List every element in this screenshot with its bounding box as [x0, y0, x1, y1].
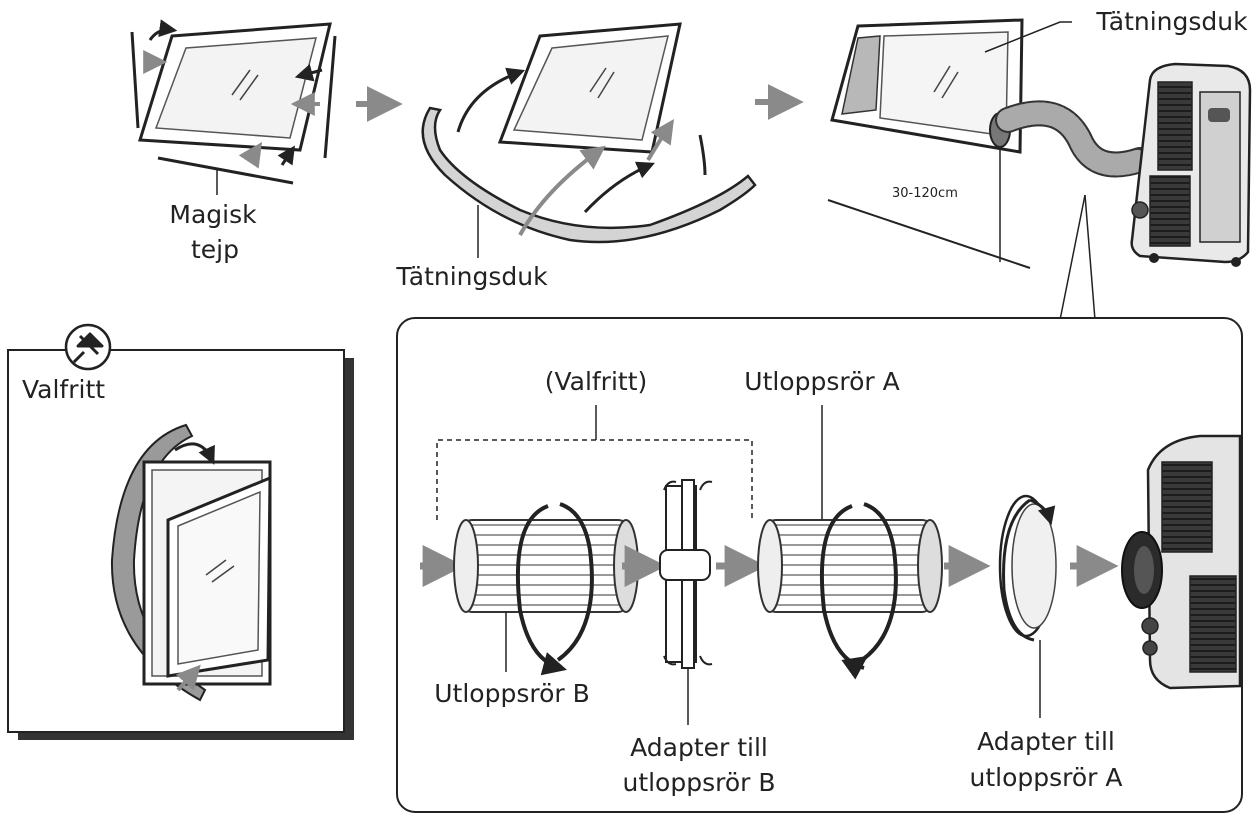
adapter-b-label-line2: utloppsrör B: [622, 768, 775, 797]
magic-tape-label-line1: Magisk: [169, 200, 257, 229]
tape-strip-right: [323, 35, 337, 159]
hose-assembly-box: (Valfritt) Utloppsrör A Utloppsrör B: [396, 317, 1243, 813]
window-glass: [154, 37, 317, 139]
hose-b-label: Utloppsrör B: [434, 679, 590, 708]
optional-casement-box: Valfritt: [7, 323, 354, 740]
adapter-a: [998, 494, 1057, 642]
installed-sealing-cloth: [841, 35, 881, 115]
portable-ac-unit: [1130, 62, 1252, 267]
adapter-a-label-line1: Adapter till: [977, 727, 1115, 756]
adapter-b: [659, 479, 713, 669]
optional-bracket: [436, 439, 753, 520]
optional-label: Valfritt: [22, 375, 105, 404]
adapter-a-label-line2: utloppsrör A: [969, 763, 1122, 792]
tape-strip-left: [130, 31, 140, 129]
optional-bracket-label: (Valfritt): [545, 367, 648, 396]
step-3-installed: 30-120cm Tätningsduk: [827, 7, 1252, 321]
step-2-window-sealing-cloth: Tätningsduk: [395, 22, 757, 291]
sealing-cloth: [421, 106, 757, 244]
tape-strip-bottom: [157, 156, 294, 185]
height-range-label: 30-120cm: [892, 186, 958, 201]
magic-tape-label-line2: tejp: [191, 235, 239, 264]
adapter-b-label-line1: Adapter till: [630, 733, 768, 762]
hose-a-label: Utloppsrör A: [744, 367, 899, 396]
sealing-cloth-label-top: Tätningsduk: [1095, 7, 1248, 36]
step-1-window-tape: Magisk tejp: [130, 19, 337, 264]
hose-a: [757, 502, 943, 680]
portable-ac-unit-back: [1121, 434, 1242, 690]
sealing-cloth-label-mid: Tätningsduk: [395, 262, 548, 291]
